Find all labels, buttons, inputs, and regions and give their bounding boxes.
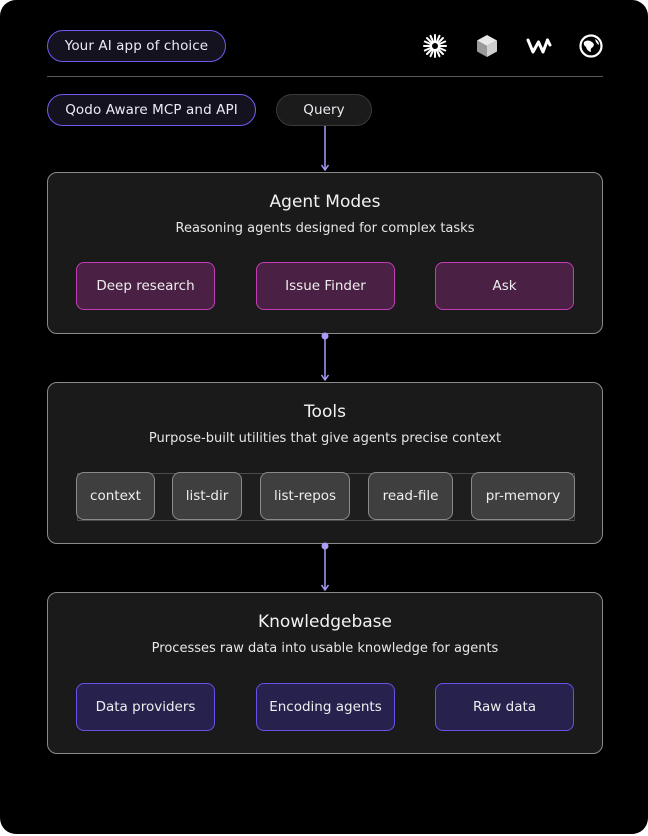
knowledgebase-title: Knowledgebase xyxy=(258,612,392,632)
kb-encoding-agents: Encoding agents xyxy=(256,683,395,731)
mcp-api-pill: Qodo Aware MCP and API xyxy=(47,94,256,126)
agent-mode-ask: Ask xyxy=(435,262,574,310)
query-pill: Query xyxy=(276,94,372,126)
header-divider xyxy=(47,76,603,77)
connector-arrow-1 xyxy=(320,126,330,172)
tool-list-dir: list-dir xyxy=(172,472,242,520)
windsurf-icon xyxy=(526,38,552,54)
agent-mode-deep-research: Deep research xyxy=(76,262,215,310)
kb-raw-data: Raw data xyxy=(435,683,574,731)
agent-modes-subtitle: Reasoning agents designed for complex ta… xyxy=(175,221,475,236)
knowledgebase-subtitle: Processes raw data into usable knowledge… xyxy=(151,641,499,656)
tool-read-file: read-file xyxy=(368,472,453,520)
connector-arrow-3 xyxy=(320,542,330,592)
tools-title: Tools xyxy=(304,402,346,422)
tools-section: Tools Purpose-built utilities that give … xyxy=(47,382,603,544)
tool-pr-memory: pr-memory xyxy=(471,472,575,520)
sparkle-icon xyxy=(423,34,447,58)
kb-data-providers: Data providers xyxy=(76,683,215,731)
app-of-choice-pill: Your AI app of choice xyxy=(47,30,226,62)
knowledgebase-section: Knowledgebase Processes raw data into us… xyxy=(47,592,603,754)
agent-modes-section: Agent Modes Reasoning agents designed fo… xyxy=(47,172,603,334)
agent-modes-title: Agent Modes xyxy=(269,192,381,212)
tool-context: context xyxy=(76,472,155,520)
connector-arrow-2 xyxy=(320,332,330,382)
globe-icon xyxy=(579,34,603,58)
tool-list-repos: list-repos xyxy=(260,472,350,520)
agent-mode-issue-finder: Issue Finder xyxy=(256,262,395,310)
cube-icon xyxy=(477,35,497,57)
tools-subtitle: Purpose-built utilities that give agents… xyxy=(148,431,502,446)
